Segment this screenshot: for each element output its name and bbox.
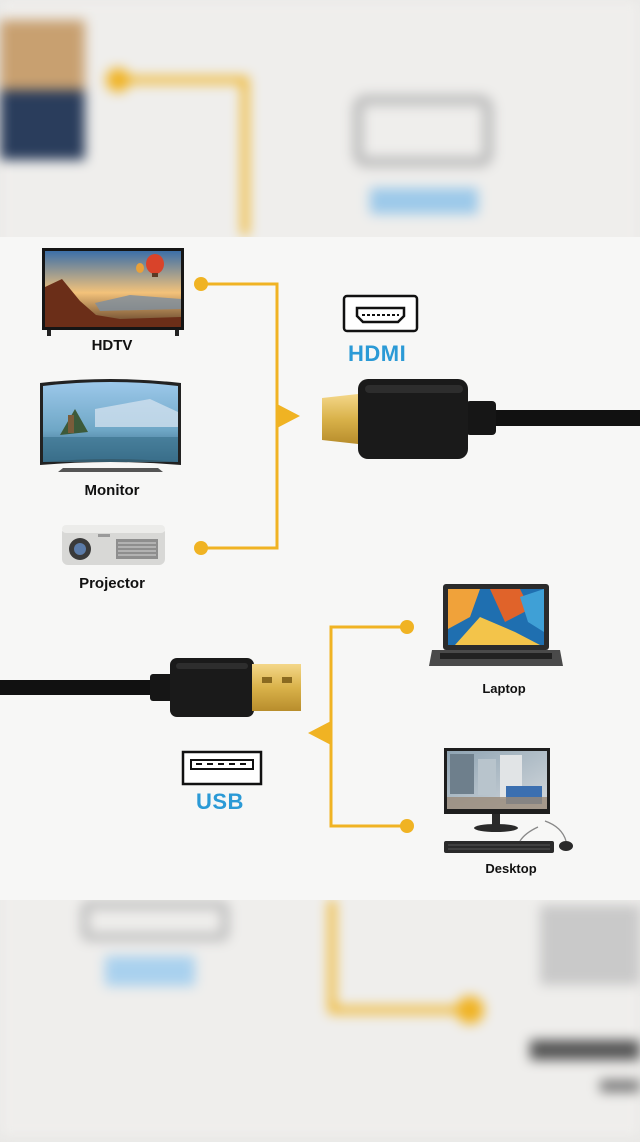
usb-port-icon xyxy=(181,750,263,786)
device-label-monitor: Monitor xyxy=(84,482,140,499)
laptop-icon xyxy=(429,584,563,666)
connection-diagram: HDTV Monitor Projector HDMI USB Laptop D… xyxy=(0,237,640,900)
device-label-desktop: Desktop xyxy=(485,861,537,876)
hdmi-label: HDMI xyxy=(348,341,407,366)
hdmi-connector-lines xyxy=(194,277,300,555)
desktop-icon xyxy=(444,748,573,853)
device-label-projector: Projector xyxy=(79,575,145,592)
diagram-graphics xyxy=(0,248,640,853)
hdmi-port-icon xyxy=(342,294,419,333)
usb-label: USB xyxy=(196,789,244,814)
device-label-hdtv: HDTV xyxy=(91,337,133,354)
projector-icon xyxy=(62,525,165,565)
hdmi-cable xyxy=(322,379,640,459)
device-label-laptop: Laptop xyxy=(482,681,526,696)
tv-icon xyxy=(42,248,184,336)
usb-connector-lines xyxy=(308,620,414,833)
usb-cable xyxy=(0,658,301,717)
monitor-icon xyxy=(40,379,181,472)
